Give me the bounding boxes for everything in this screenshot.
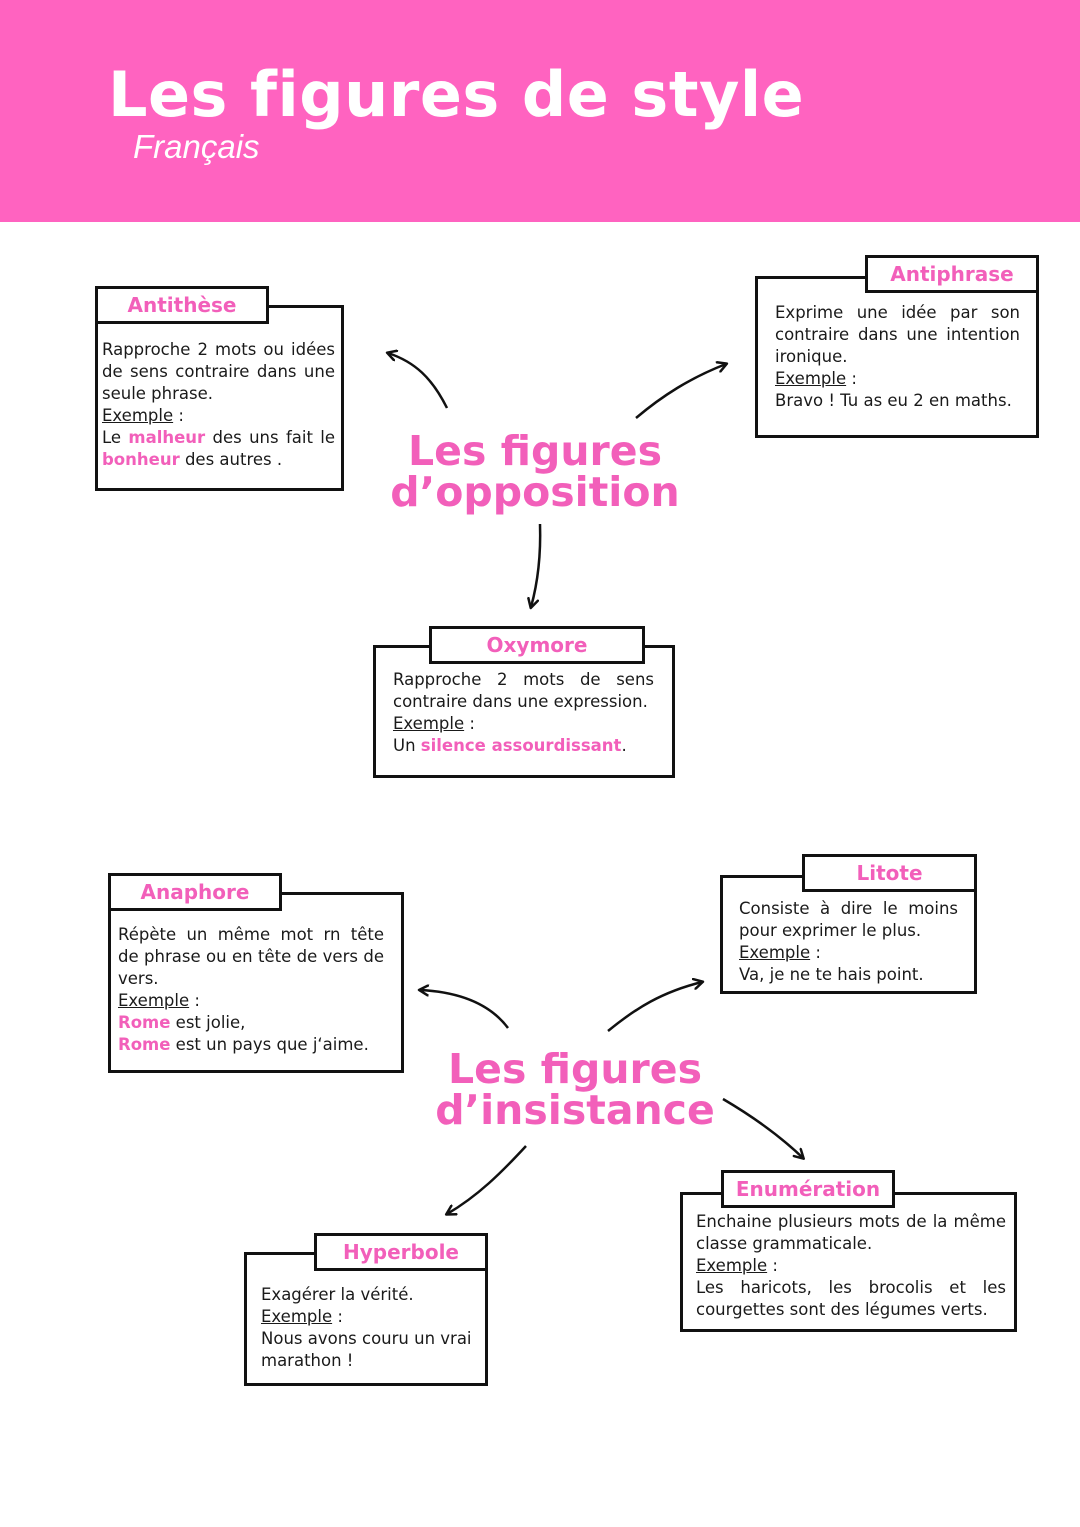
opposition-title-line2: d’opposition bbox=[390, 468, 680, 516]
hyperbole-text: Exagérer la vérité. Exemple : Nous avons… bbox=[261, 1285, 472, 1370]
hyperbole-definition: Exagérer la vérité. bbox=[261, 1285, 414, 1304]
litote-label: Litote bbox=[802, 854, 977, 892]
antiphrase-definition: Exprime une idée par son contraire dans … bbox=[775, 303, 1020, 366]
hyperbole-label: Hyperbole bbox=[314, 1233, 488, 1271]
litote-text: Consiste à dire le moins pour exprimer l… bbox=[739, 899, 958, 984]
enumeration-example: Les haricots, les brocolis et les courge… bbox=[696, 1278, 1006, 1319]
anaphore-example-label: Exemple bbox=[118, 991, 190, 1010]
oxymore-label: Oxymore bbox=[429, 626, 645, 664]
opposition-title-line1: Les figures bbox=[408, 427, 662, 475]
hyperbole-example: Nous avons couru un vrai marathon ! bbox=[261, 1329, 472, 1370]
antiphrase-example: Bravo ! Tu as eu 2 en maths. bbox=[775, 391, 1012, 410]
arrow-to-antiphrase bbox=[635, 364, 726, 419]
arrow-to-litote bbox=[607, 982, 702, 1032]
antithese-example-label: Exemple bbox=[102, 406, 174, 425]
arrow-to-anaphore bbox=[420, 990, 509, 1029]
litote-example: Va, je ne te hais point. bbox=[739, 965, 924, 984]
litote-example-label: Exemple bbox=[739, 943, 811, 962]
antithese-label: Antithèse bbox=[95, 286, 269, 324]
anaphore-example-2: Rome est un pays que j‘aime. bbox=[118, 1035, 369, 1054]
enumeration-label: Enumération bbox=[721, 1170, 895, 1208]
anaphore-definition: Répète un même mot rn tête de phrase ou … bbox=[118, 925, 384, 988]
page-subtitle: Français bbox=[133, 128, 260, 165]
arrow-to-hyperbole bbox=[447, 1145, 527, 1214]
arrow-to-oxymore bbox=[531, 523, 542, 607]
insistance-title-line1: Les figures bbox=[448, 1045, 702, 1093]
antiphrase-text: Exprime une idée par son contraire dans … bbox=[775, 303, 1020, 410]
oxymore-card bbox=[373, 645, 675, 778]
anaphore-label: Anaphore bbox=[108, 873, 282, 911]
header-banner: Les figures de style Français bbox=[0, 0, 1080, 222]
oxymore-example: Un silence assourdissant. bbox=[393, 736, 627, 755]
insistance-title-line2: d’insistance bbox=[435, 1086, 715, 1134]
arrow-to-antithese bbox=[388, 353, 449, 409]
antiphrase-label: Antiphrase bbox=[865, 255, 1039, 293]
antiphrase-card bbox=[755, 276, 1039, 438]
enumeration-example-label: Exemple bbox=[696, 1256, 768, 1275]
oxymore-example-label: Exemple bbox=[393, 714, 465, 733]
arrow-to-enumeration bbox=[722, 1097, 803, 1158]
hyperbole-example-label: Exemple bbox=[261, 1307, 333, 1326]
insistance-title: Les figures d’insistance bbox=[430, 1049, 720, 1131]
litote-definition: Consiste à dire le moins pour exprimer l… bbox=[739, 899, 958, 940]
antiphrase-example-label: Exemple bbox=[775, 369, 847, 388]
antithese-card bbox=[95, 305, 344, 491]
anaphore-text: Répète un même mot rn tête de phrase ou … bbox=[118, 925, 384, 1054]
antithese-example: Le malheur des uns fait le bonheur des a… bbox=[102, 428, 335, 469]
antithese-definition: Rapproche 2 mots ou idées de sens contra… bbox=[102, 340, 335, 403]
page-title: Les figures de style bbox=[108, 58, 805, 131]
anaphore-example-1: Rome est jolie, bbox=[118, 1013, 246, 1032]
enumeration-text: Enchaine plusieurs mots de la même class… bbox=[696, 1212, 1006, 1319]
antithese-text: Rapproche 2 mots ou idées de sens contra… bbox=[102, 340, 335, 469]
opposition-title: Les figures d’opposition bbox=[390, 431, 680, 513]
oxymore-text: Rapproche 2 mots de sens contraire dans … bbox=[393, 670, 654, 755]
oxymore-definition: Rapproche 2 mots de sens contraire dans … bbox=[393, 670, 654, 711]
enumeration-definition: Enchaine plusieurs mots de la même class… bbox=[696, 1212, 1006, 1253]
